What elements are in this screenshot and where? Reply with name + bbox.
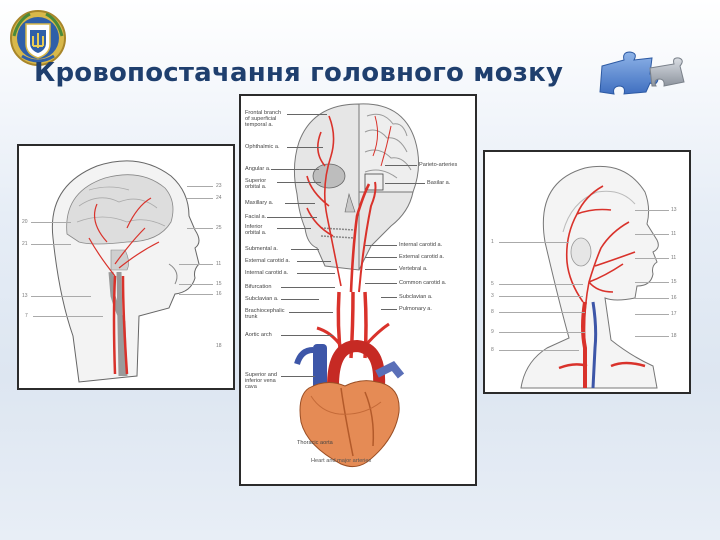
center-left-label: Inferior orbital a. (245, 224, 267, 236)
center-right-label: Parieto-arteries (419, 162, 458, 168)
center-left-label: Aortic arch (245, 332, 272, 338)
center-left-label: Angular a. (245, 166, 271, 172)
center-left-label: Ophthalmic a. (245, 144, 280, 150)
center-right-label: Subclavian a. (399, 294, 433, 300)
center-left-label: Frontal branch of superficial temporal a… (245, 110, 282, 128)
left-number: 13 (22, 293, 28, 299)
right-number: 9 (491, 329, 494, 335)
left-number: 7 (25, 313, 28, 319)
head-arteries-heart-illustration: Parieto-arteries Basilar a. Internal car… (239, 94, 477, 486)
head-neck-lateral-illustration: 13 11 11 15 16 17 18 1 5 3 8 9 8 (483, 150, 691, 394)
left-number: 20 (22, 219, 28, 225)
slide-title: Кровопостачання головного мозку (34, 58, 564, 88)
right-number: 16 (671, 295, 677, 301)
left-number: 24 (216, 195, 222, 201)
center-left-label: Brachiocephalic trunk (245, 308, 285, 320)
center-right-label: Internal carotid a. (399, 242, 443, 248)
right-number: 11 (671, 255, 677, 261)
right-number: 18 (671, 333, 677, 339)
right-number: 5 (491, 281, 494, 287)
head-sagittal-illustration: 23 24 25 11 15 16 18 20 21 13 7 (17, 144, 235, 390)
center-left-label: Facial a. (245, 214, 267, 220)
center-left-label: Maxillary a. (245, 200, 274, 206)
right-number: 3 (491, 293, 494, 299)
sagittal-head-drawing (51, 160, 200, 383)
left-number: 21 (22, 241, 28, 247)
right-number: 11 (671, 231, 677, 237)
center-right-label: Vertebral a. (399, 266, 428, 272)
center-left-label: Submental a. (245, 246, 278, 252)
center-right-label: Pulmonary a. (399, 306, 432, 312)
right-number: 8 (491, 347, 494, 353)
skull-heart-drawing (293, 103, 419, 468)
left-number: 18 (216, 343, 222, 349)
thoracic-aorta-label: Thoracic aorta (297, 440, 333, 446)
left-number: 15 (216, 281, 222, 287)
center-left-label: Superior orbital a. (245, 178, 267, 190)
center-left-label: Superior and inferior vena cava (245, 372, 278, 390)
right-number: 8 (491, 309, 494, 315)
left-number: 23 (216, 183, 222, 189)
lateral-head-neck-drawing (520, 165, 659, 389)
university-crest-icon (10, 10, 66, 66)
center-left-label: Bifurcation (245, 284, 272, 290)
center-left-label: Subclavian a. (245, 296, 279, 302)
right-number: 1 (491, 239, 494, 245)
figure-caption: Heart and major arteries (311, 458, 372, 464)
left-number: 16 (216, 291, 222, 297)
puzzle-pieces-icon (599, 51, 685, 95)
left-number: 25 (216, 225, 222, 231)
center-right-label: External carotid a. (399, 254, 445, 260)
right-number: 13 (671, 207, 677, 213)
center-left-label: Internal carotid a. (245, 270, 289, 276)
right-number: 15 (671, 279, 677, 285)
right-number: 17 (671, 311, 677, 317)
center-right-label: Common carotid a. (399, 280, 447, 286)
left-number: 11 (216, 261, 222, 267)
center-right-label: Basilar a. (427, 180, 451, 186)
center-left-label: External carotid a. (245, 258, 291, 264)
